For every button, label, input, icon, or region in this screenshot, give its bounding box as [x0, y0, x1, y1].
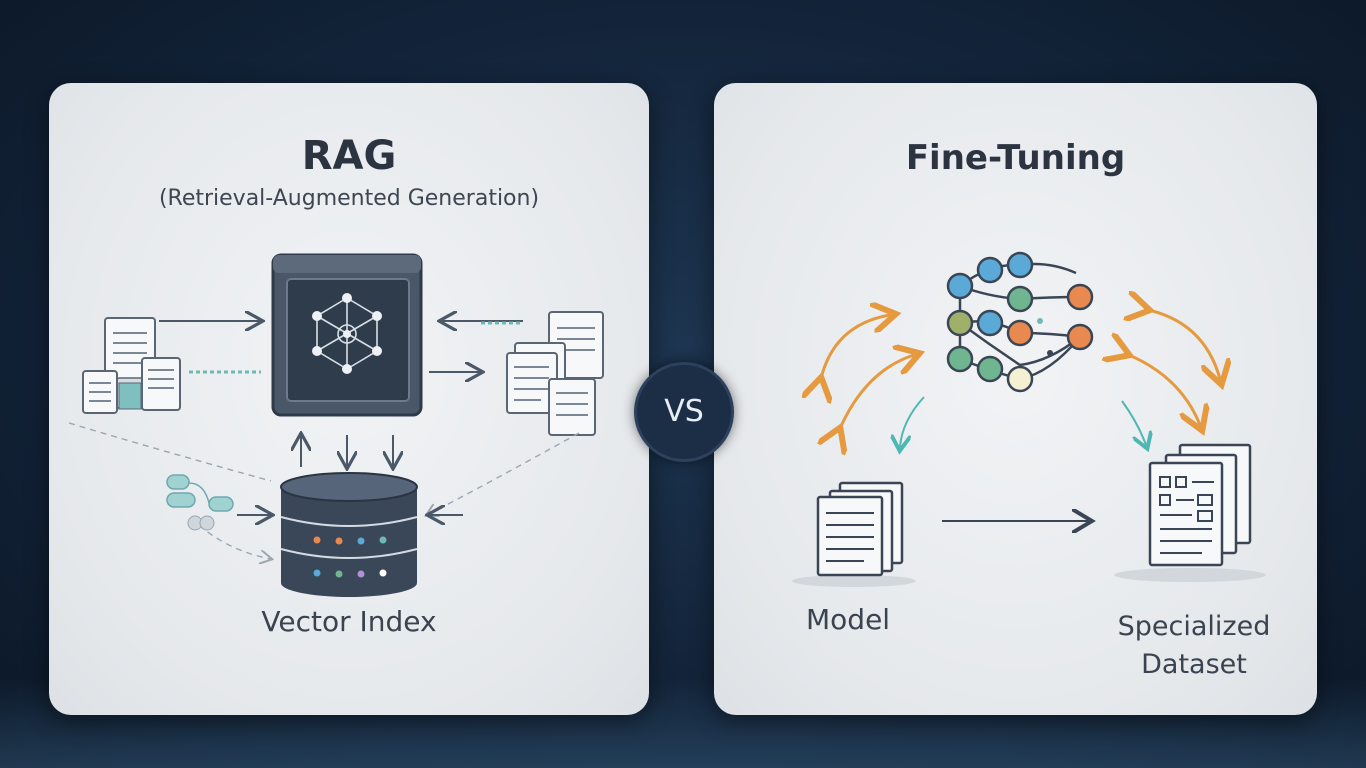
model-label: Model [806, 603, 891, 636]
dataset-label: Specialized Dataset [1117, 611, 1271, 680]
neural-network-icon [946, 251, 1094, 393]
arrow-icon [900, 396, 925, 447]
left-documents-icon [82, 317, 181, 414]
arrow-icon [838, 355, 914, 433]
arrow-icon [1124, 353, 1200, 425]
rag-subtitle: (Retrieval-Augmented Generation) [158, 186, 540, 211]
fine-tuning-title: Fine-Tuning [905, 138, 1126, 178]
model-documents-icon [792, 481, 916, 587]
arrow-icon [1121, 400, 1146, 445]
right-documents-icon [506, 311, 604, 436]
embedding-nodes-icon [166, 474, 234, 531]
database-icon [280, 472, 418, 597]
vs-badge: VS [634, 362, 734, 462]
network-graph-icon [271, 253, 423, 417]
fine-tuning-panel: Fine-Tuning [714, 83, 1317, 715]
rag-title: RAG [301, 133, 397, 179]
fine-tuning-diagram [792, 251, 1266, 587]
rag-panel: RAG (Retrieval-Augmented Generation) [49, 83, 649, 715]
vector-index-label: Vector Index [261, 605, 437, 638]
dataset-icon [1114, 443, 1266, 582]
rag-diagram [68, 253, 604, 597]
